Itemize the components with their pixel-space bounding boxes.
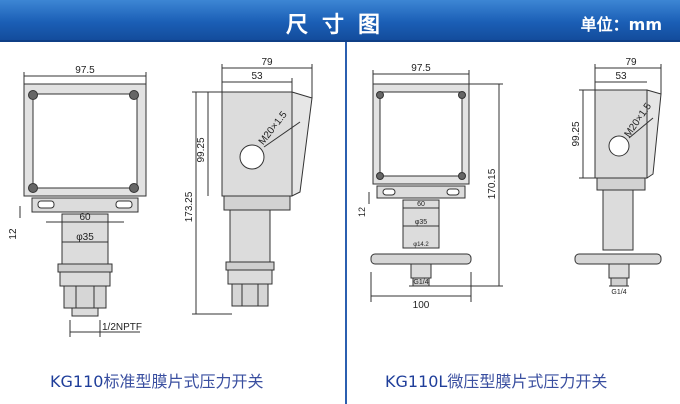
kg110l-drawing: 97.5 79 53 M20×1.5 99.25 170.15 60 12 φ3…	[347, 42, 680, 362]
kg110-dim-gap: 12	[8, 228, 19, 240]
kg110l-side-box	[594, 89, 648, 179]
kg110l-svg: 97.5 79 53 M20×1.5 99.25 170.15 60 12 φ3…	[357, 57, 662, 311]
kg110l-dim-port2: G1/4	[611, 289, 626, 296]
kg110l-dim-box-h: 99.25	[571, 121, 582, 146]
kg110-front-face	[32, 93, 138, 189]
kg110l-dim-dia: φ35	[415, 219, 427, 226]
section-divider	[345, 42, 347, 404]
kg110-dim-dia: φ35	[76, 232, 94, 243]
kg110l-caption-model: KG110L	[385, 372, 448, 391]
kg110l-caption: KG110L微压型膜片式压力开关	[385, 368, 607, 392]
kg110l-dim-small: φ14.2	[413, 242, 429, 248]
kg110l-caption-text: 微压型膜片式压力开关	[447, 372, 608, 391]
kg110l-dim-gap: 12	[357, 207, 367, 217]
kg110-drawing: 97.5 79 53 M20×1.5 99.25 173.25 60 12 φ3…	[0, 42, 345, 362]
kg110l-dim-total-h: 170.15	[487, 168, 498, 199]
kg110-dim-port: 1/2NPTF	[102, 322, 142, 333]
kg110-dim-box-h: 99.25	[196, 137, 207, 162]
kg110l-dim-depth: 79	[625, 57, 637, 68]
title-banner: 尺寸图 单位：mm	[0, 0, 680, 42]
kg110-dim-depth: 79	[261, 57, 273, 68]
kg110-dim-total-h: 173.25	[184, 191, 195, 222]
kg110-dim-flange: 60	[79, 212, 91, 223]
page-title: 尺寸图	[285, 13, 394, 38]
kg110l-dim-base: 100	[413, 300, 430, 311]
unit-label: 单位：mm	[580, 15, 662, 34]
kg110-dim-inner: 53	[251, 71, 263, 82]
kg110-dim-width: 97.5	[75, 65, 95, 76]
kg110l-dim-width: 97.5	[411, 63, 431, 74]
kg110-side-box	[221, 91, 293, 197]
kg110-caption-text: 标准型膜片式压力开关	[103, 372, 264, 391]
kg110-caption: KG110标准型膜片式压力开关	[50, 368, 263, 392]
kg110-svg: 97.5 79 53 M20×1.5 99.25 173.25 60 12 φ3…	[8, 57, 313, 337]
kg110l-dim-inner: 53	[615, 71, 627, 82]
kg110l-dim-flange: 60	[417, 201, 425, 208]
kg110l-dim-port: G1/4	[413, 279, 428, 286]
kg110-caption-model: KG110	[50, 372, 104, 391]
